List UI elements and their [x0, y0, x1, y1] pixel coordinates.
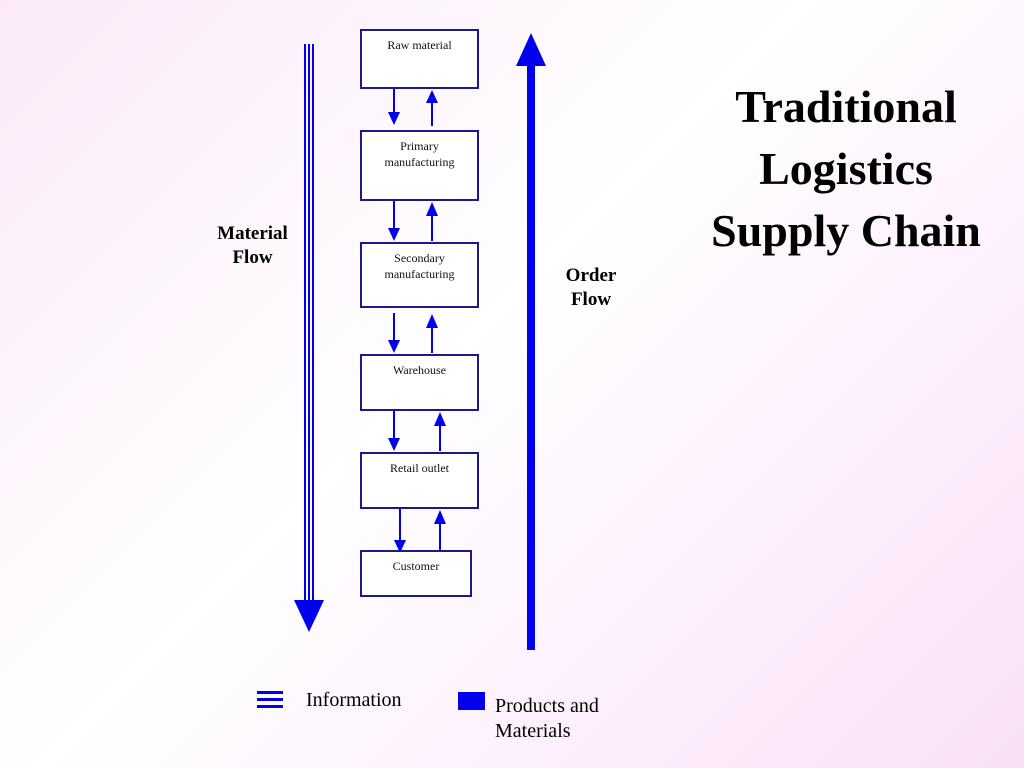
- up-arrow: [426, 202, 438, 241]
- connector-arrows: [388, 89, 446, 553]
- down-arrow: [388, 411, 400, 451]
- node-warehouse: Warehouse: [360, 354, 479, 411]
- node-retail-outlet: Retail outlet: [360, 452, 479, 509]
- legend-information-icon: [257, 691, 283, 708]
- node-raw-material: Raw material: [360, 29, 479, 89]
- node-label: Raw material: [387, 38, 452, 52]
- down-arrow: [394, 509, 406, 553]
- node-customer: Customer: [360, 550, 472, 597]
- legend-products-label: Products and Materials: [495, 695, 599, 742]
- material-flow-label: Material Flow: [217, 223, 288, 268]
- order-flow-label: Order Flow: [565, 265, 617, 310]
- down-arrow: [388, 313, 400, 353]
- down-arrow: [388, 89, 400, 125]
- down-arrow: [388, 201, 400, 241]
- up-arrow: [426, 90, 438, 126]
- node-label: Secondary manufacturing: [384, 251, 455, 281]
- node-label: Retail outlet: [390, 461, 449, 475]
- up-arrow: [426, 314, 438, 353]
- node-label: Warehouse: [392, 363, 446, 377]
- up-arrow: [434, 412, 446, 451]
- node-label: Customer: [392, 559, 440, 573]
- up-arrow: [434, 510, 446, 550]
- legend-information-label: Information: [306, 689, 402, 711]
- material-flow-arrow: [294, 44, 324, 632]
- node-secondary-manufacturing: Secondary manufacturing: [360, 242, 479, 308]
- order-flow-arrow: [516, 33, 546, 650]
- legend-products-icon: [458, 692, 485, 710]
- page-title: Traditional Logistics Supply Chain: [711, 81, 981, 256]
- node-primary-manufacturing: Primary manufacturing: [360, 130, 479, 201]
- node-label: Primary manufacturing: [384, 139, 455, 169]
